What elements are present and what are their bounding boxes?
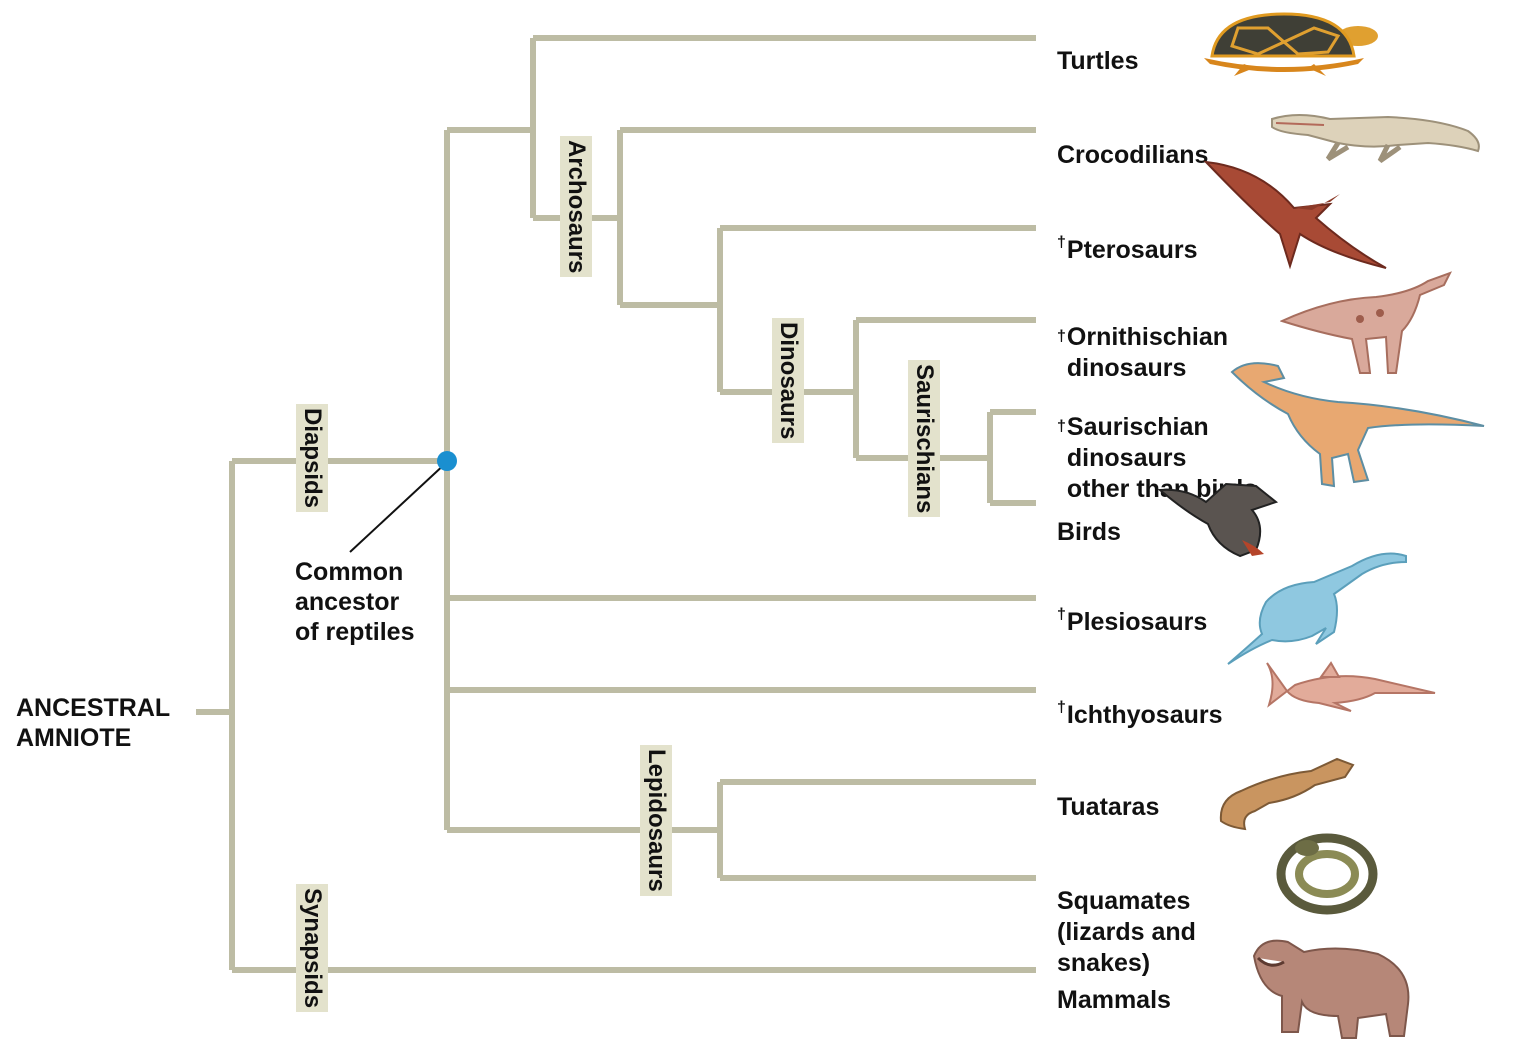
taxon-crocodilians: Crocodilians	[1057, 110, 1208, 170]
pterosaur-icon	[1203, 160, 1387, 270]
ichthyosaur-icon	[1266, 661, 1436, 712]
taxon-name: Squamates (lizards and snakes)	[1057, 887, 1196, 977]
hippo-icon	[1252, 939, 1410, 1039]
turtle-icon	[1204, 12, 1378, 76]
crocodile-icon	[1271, 114, 1480, 164]
ancestral-amniote-label: ANCESTRAL AMNIOTE	[16, 694, 171, 752]
taxon-name: Tuataras	[1057, 793, 1160, 821]
taxon-ichthyosaurs: †Ichthyosaurs	[1057, 663, 1223, 730]
common-ancestor-label: Common ancestor of reptiles	[295, 558, 415, 646]
taxon-mammals: Mammals	[1057, 955, 1171, 1015]
taxon-turtles: Turtles	[1057, 16, 1139, 76]
tuatara-icon	[1219, 757, 1355, 831]
extinct-dagger: †	[1057, 418, 1066, 435]
taxon-name: Mammals	[1057, 986, 1171, 1014]
common-ancestor-leader-line	[349, 461, 448, 553]
tree-branches	[196, 35, 1036, 973]
taxon-birds: Birds	[1057, 487, 1121, 547]
snake-icon	[1276, 833, 1378, 915]
clade-archosaurs: Archosaurs	[560, 136, 592, 278]
extinct-dagger: †	[1057, 328, 1066, 345]
taxon-name: Birds	[1057, 518, 1121, 546]
taxon-name: Ichthyosaurs	[1066, 701, 1223, 729]
clade-saurischians: Saurischians	[908, 360, 940, 518]
common-ancestor-node	[437, 451, 457, 471]
clade-synapsids: Synapsids	[296, 884, 328, 1013]
extinct-dagger: †	[1057, 606, 1066, 623]
theropod-icon	[1230, 362, 1485, 488]
taxon-name: Ornithischian dinosaurs	[1066, 323, 1229, 382]
clade-lepidosaurs: Lepidosaurs	[640, 745, 672, 896]
taxon-name: Plesiosaurs	[1066, 608, 1208, 636]
taxon-pterosaurs: †Pterosaurs	[1057, 198, 1198, 265]
taxon-name: Crocodilians	[1057, 141, 1209, 169]
taxon-plesiosaurs: †Plesiosaurs	[1057, 570, 1207, 637]
taxon-ornithischian-dinosaurs: †Ornithischian dinosaurs	[1057, 292, 1228, 384]
taxon-tuataras: Tuataras	[1057, 762, 1159, 822]
taxon-squamates: Squamates (lizards and snakes)	[1057, 856, 1196, 979]
taxon-name: Pterosaurs	[1066, 236, 1198, 264]
clade-dinosaurs: Dinosaurs	[772, 318, 804, 444]
plesiosaur-icon	[1227, 552, 1407, 665]
extinct-dagger: †	[1057, 234, 1066, 251]
clade-diapsids: Diapsids	[296, 404, 328, 513]
bird-icon	[1157, 482, 1279, 558]
ornithischian-icon	[1280, 271, 1453, 374]
taxon-name: Turtles	[1057, 47, 1139, 75]
extinct-dagger: †	[1057, 699, 1066, 716]
